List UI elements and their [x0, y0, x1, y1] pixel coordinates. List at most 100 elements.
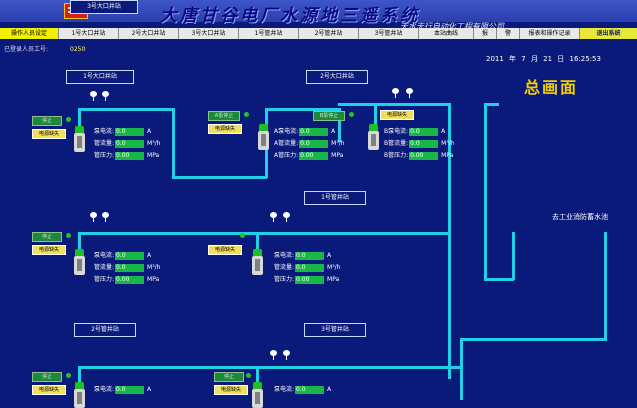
pump-icon[interactable]	[252, 249, 263, 275]
pump-b-status-indicator: B泵停止	[313, 111, 345, 121]
status-led-icon	[240, 233, 245, 238]
menu-station-2-big-well[interactable]: 2号大口井站	[119, 28, 179, 39]
pump-b-icon[interactable]	[368, 124, 379, 150]
overview-title: 总画面	[524, 78, 579, 97]
pipe	[78, 232, 448, 235]
status-led-icon	[66, 373, 71, 378]
power-fault-indicator: 电源缺失	[32, 245, 66, 255]
pump-a-icon[interactable]	[258, 124, 269, 150]
status-led-icon	[246, 373, 251, 378]
pump-icon[interactable]	[74, 249, 85, 275]
menu-alarm-1[interactable]: 报	[474, 28, 497, 39]
pipe	[338, 108, 341, 142]
status-led-icon	[66, 117, 71, 122]
station-3-big-well-label[interactable]: 3号大口井站	[70, 0, 138, 14]
login-info: 已登录人员工号: 0250	[4, 44, 85, 53]
pump-icon[interactable]	[74, 382, 85, 408]
status-led-icon	[66, 233, 71, 238]
pipe	[484, 278, 514, 281]
system-title: 大唐甘谷电厂水源地三遥系统	[160, 6, 420, 26]
menu-station-1-big-well[interactable]: 1号大口井站	[59, 28, 119, 39]
pipe	[484, 103, 487, 280]
pipe	[78, 108, 172, 111]
valve-icon	[283, 350, 290, 360]
menu-reports-records[interactable]: 报表和操作记录	[520, 28, 580, 39]
valve-icon	[270, 212, 277, 222]
power-fault-indicator: 电源缺失	[208, 245, 242, 255]
valve-icon	[90, 212, 97, 222]
station-2-tube-well-label[interactable]: 2号管井站	[74, 323, 136, 337]
pipe	[172, 108, 175, 178]
valve-icon	[102, 212, 109, 222]
company-name: 天水天行自动化工程有限公司	[400, 22, 504, 31]
pipe	[78, 232, 81, 254]
valve-icon	[270, 350, 277, 360]
reservoir-label: 去工业消防蓄水池	[552, 213, 608, 221]
pipe	[265, 108, 340, 111]
station-1-tube-well-label[interactable]: 1号管井站	[304, 191, 366, 205]
pipe	[448, 103, 451, 379]
pipe	[78, 366, 460, 369]
pipe	[460, 338, 607, 341]
menu-station-3-big-well[interactable]: 3号大口井站	[179, 28, 239, 39]
menu-station-curve[interactable]: 本站曲线	[419, 28, 474, 39]
pipe	[512, 232, 515, 280]
pipe	[172, 176, 267, 179]
pump-status-indicator: 停止	[214, 372, 244, 382]
pump-icon[interactable]	[252, 382, 263, 408]
pump-status-indicator: 停止	[32, 116, 62, 126]
station-2-big-well-label[interactable]: 2号大口井站	[306, 70, 368, 84]
menu-station-1-tube-well[interactable]: 1号管井站	[239, 28, 299, 39]
valve-icon	[392, 88, 399, 98]
datetime-display: 2011 年 7 月 21 日 16:25:53	[486, 55, 601, 63]
valve-icon	[102, 91, 109, 101]
pipe	[256, 232, 259, 254]
login-id: 0250	[70, 46, 86, 53]
pipe	[374, 103, 377, 139]
power-fault-indicator: 电源缺失	[32, 385, 66, 395]
status-led-icon	[349, 112, 354, 117]
menu-alarm-2[interactable]: 警	[497, 28, 520, 39]
valve-icon	[406, 88, 413, 98]
pipe	[460, 338, 463, 400]
station-3-tube-well-label[interactable]: 3号管井站	[304, 323, 366, 337]
menu-station-2-tube-well[interactable]: 2号管井站	[299, 28, 359, 39]
menu-exit-system[interactable]: 退出系统	[580, 28, 637, 39]
valve-icon	[283, 212, 290, 222]
power-fault-indicator: 电源缺失	[214, 385, 248, 395]
pipe	[78, 108, 81, 138]
pipe	[484, 103, 499, 106]
station-1-big-well-label[interactable]: 1号大口井站	[66, 70, 134, 84]
power-fault-indicator: 电源缺失	[208, 124, 242, 134]
pipe	[338, 103, 450, 106]
menu-operator-settings[interactable]: 操作人员设定	[0, 28, 59, 39]
login-label: 已登录人员工号:	[4, 46, 49, 53]
status-led-icon	[244, 112, 249, 117]
pipe	[604, 232, 607, 340]
pump-a-status-indicator: A泵停止	[208, 111, 240, 121]
menu-station-3-tube-well[interactable]: 3号管井站	[359, 28, 419, 39]
power-fault-indicator: 电源缺失	[380, 110, 414, 120]
pump-status-indicator: 停止	[32, 372, 62, 382]
valve-icon	[90, 91, 97, 101]
pump-icon[interactable]	[74, 126, 85, 152]
power-fault-indicator: 电源缺失	[32, 129, 66, 139]
pump-status-indicator: 停止	[32, 232, 62, 242]
